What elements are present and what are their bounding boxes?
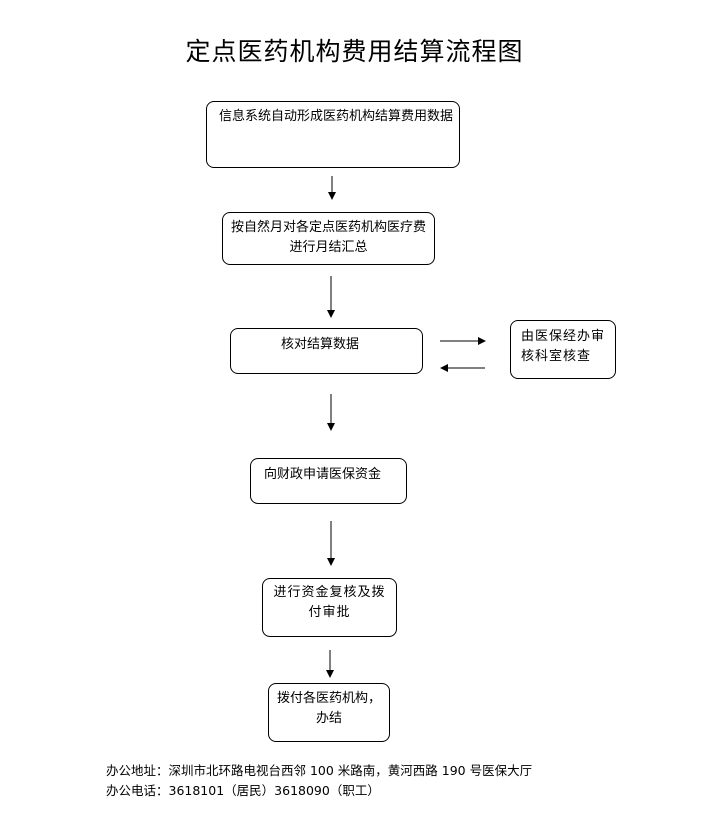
step-text: 进行月结汇总	[289, 240, 368, 255]
office-phone: 办公电话：3618101（居民）3618090（职工）	[106, 783, 380, 798]
step-fund-review-approval: 进行资金复核及拨 付审批	[262, 578, 397, 637]
step-text: 付审批	[308, 605, 351, 620]
step-text: 由医保经办审	[521, 329, 606, 344]
step-text: 核科室核查	[521, 349, 592, 364]
step-disburse-complete: 拨付各医药机构， 办结	[268, 683, 390, 742]
contact-info: 办公地址：深圳市北环路电视台西邻 100 米路南，黄河西路 190 号医保大厅 …	[106, 761, 532, 801]
step-text: 办结	[315, 711, 342, 726]
step-text: 信息系统自动形成医药机构结算费用数据	[219, 109, 454, 124]
step-text: 拨付各医药机构，	[276, 691, 381, 706]
step-apply-funds: 向财政申请医保资金	[250, 458, 407, 504]
step-department-review: 由医保经办审 核科室核查	[510, 320, 616, 379]
step-monthly-summary: 按自然月对各定点医药机构医疗费 进行月结汇总	[222, 212, 435, 265]
step-text: 向财政申请医保资金	[264, 467, 382, 482]
step-text: 按自然月对各定点医药机构医疗费	[230, 220, 426, 235]
page-title: 定点医药机构费用结算流程图	[185, 37, 524, 66]
step-verify-settlement-data: 核对结算数据	[230, 328, 423, 374]
step-generate-settlement-data: 信息系统自动形成医药机构结算费用数据	[206, 101, 460, 168]
step-text: 进行资金复核及拨	[273, 585, 386, 600]
step-text: 核对结算数据	[281, 337, 360, 352]
office-address: 办公地址：深圳市北环路电视台西邻 100 米路南，黄河西路 190 号医保大厅	[106, 763, 533, 778]
